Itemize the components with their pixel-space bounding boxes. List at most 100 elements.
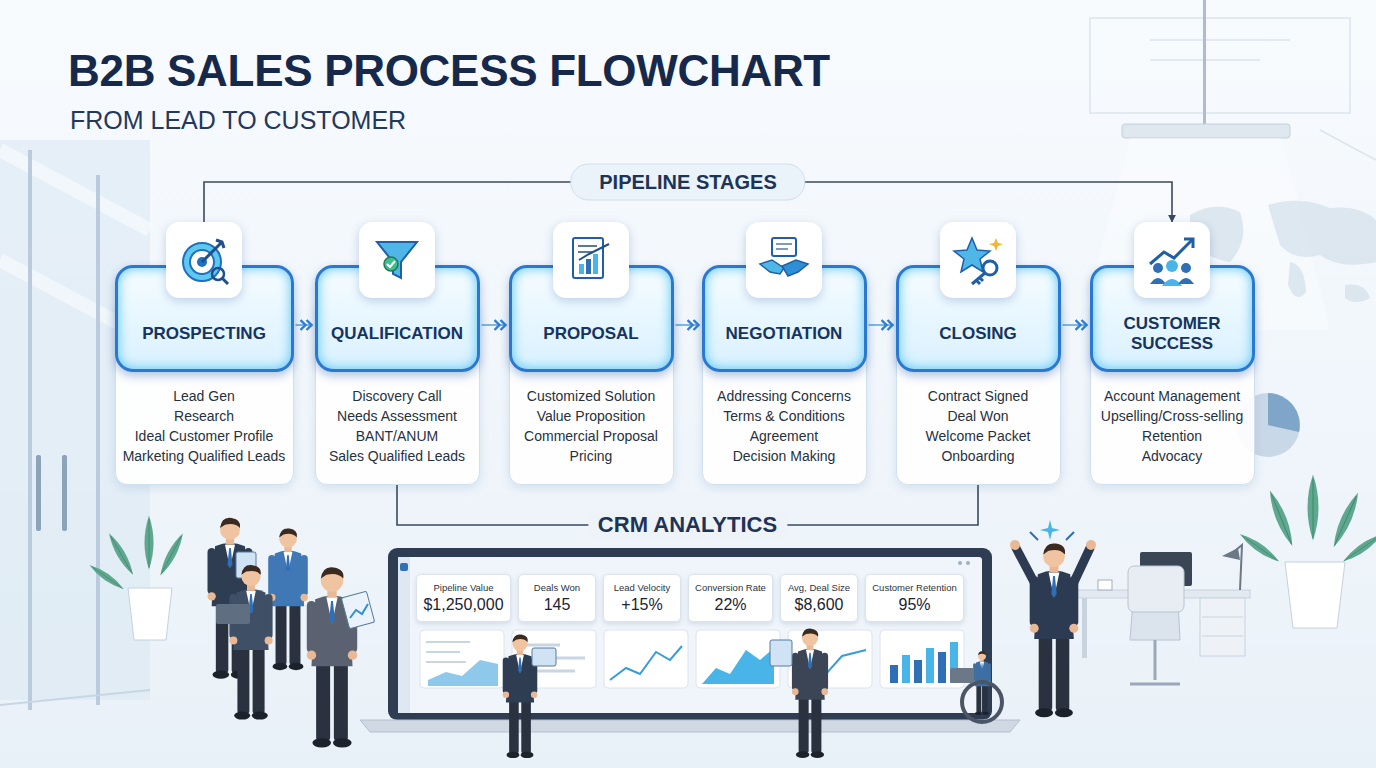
stage-list: Discovery CallNeeds AssessmentBANT/ANUMS… — [315, 386, 480, 466]
stage-heading: QUALIFICATION — [331, 324, 463, 344]
metric-value: $8,600 — [795, 594, 844, 615]
laptop-dashboard-part — [400, 563, 408, 571]
stage-item: Discovery Call — [352, 386, 441, 406]
icon-graphic — [1146, 234, 1198, 286]
laptop-dashboard-part — [966, 561, 970, 565]
people-part — [268, 528, 308, 670]
plant-part — [1265, 489, 1297, 548]
stage-item: Addressing Concerns — [717, 386, 851, 406]
stage-item: Research — [174, 406, 234, 426]
desk-part — [1202, 617, 1243, 636]
icon-graphic-part — [1153, 263, 1163, 273]
glass-wall-part — [96, 175, 100, 705]
people-part — [341, 591, 374, 629]
icon-graphic-part — [377, 242, 417, 278]
icon-graphic-part — [593, 254, 598, 274]
desk-part — [1082, 598, 1087, 658]
stage-item: Needs Assessment — [337, 406, 457, 426]
laptop-dashboard-part — [388, 548, 992, 720]
flow-arrow — [482, 324, 507, 326]
glass-wall-part — [28, 150, 32, 710]
plant-part — [128, 588, 172, 640]
glass-wall-part — [0, 690, 150, 705]
glass-wall-part — [62, 455, 67, 531]
stage-item: Sales Qualified Leads — [329, 446, 465, 466]
people-part — [1016, 548, 1090, 582]
stage-box: CLOSINGContract SignedDeal WonWelcome Pa… — [896, 222, 1061, 485]
stage-item: Customized Solution — [527, 386, 655, 406]
metric-value: 145 — [544, 594, 571, 615]
dashboard-charts-part — [902, 655, 910, 683]
icon-graphic-part — [983, 261, 997, 275]
dashboard-charts-part — [696, 630, 780, 688]
icon-graphic-part — [772, 238, 796, 256]
ceiling-lamp-part — [1122, 124, 1290, 138]
dashboard-charts-part — [914, 660, 922, 683]
stage-item: Advocacy — [1142, 446, 1203, 466]
laptop-dashboard-part — [360, 720, 1020, 732]
ceiling-lamp-part — [1203, 0, 1206, 125]
flow-arrow — [869, 324, 894, 326]
people-part — [229, 565, 272, 720]
stage-list: Customized SolutionValue PropositionComm… — [509, 386, 674, 466]
metric-label: Conversion Rate — [695, 582, 766, 594]
metric-value: +15% — [621, 594, 662, 615]
stage-box: PROPOSALCustomized SolutionValue Proposi… — [509, 222, 674, 485]
stage-icon — [1134, 222, 1210, 298]
dashboard-charts-part — [426, 642, 470, 662]
stage-item: Account Management — [1104, 386, 1240, 406]
plant-part — [87, 562, 125, 592]
plant-part — [106, 531, 137, 577]
kpi-card: Pipeline Value$1,250,000 — [416, 574, 511, 622]
people — [208, 518, 1097, 758]
world-map-part — [1288, 262, 1306, 297]
section-label: PIPELINE STAGES — [570, 164, 805, 201]
dashboard-charts-part — [926, 648, 934, 683]
desk-part — [1130, 640, 1180, 684]
metric-label: Avg, Deal Size — [788, 582, 850, 594]
stage-item: Value Proposition — [537, 406, 646, 426]
stage-list: Account ManagementUpselling/Cross-sellin… — [1090, 386, 1255, 466]
dashboard-charts-part — [610, 646, 682, 680]
icon-graphic-part — [387, 261, 395, 267]
dashboard-charts-part — [890, 665, 898, 683]
stage-item: Retention — [1142, 426, 1202, 446]
glass-wall-part — [36, 455, 41, 531]
icon-graphic-part — [972, 273, 985, 284]
desk-part — [1098, 580, 1112, 590]
icon-graphic-part — [202, 240, 224, 262]
laptop-dashboard-part — [958, 561, 962, 565]
icon-graphic-part — [989, 238, 1003, 251]
kpi-card: Conversion Rate22% — [688, 574, 773, 622]
laptop-dashboard — [360, 548, 1020, 732]
plant-part — [1341, 531, 1376, 565]
laptop-dashboard-part — [398, 557, 410, 713]
plant-part — [157, 531, 187, 577]
world-map-part — [1268, 201, 1376, 265]
people-part — [792, 629, 828, 758]
people-part — [216, 604, 250, 624]
people-part — [950, 668, 974, 683]
plant-part — [1329, 490, 1363, 549]
people-part — [307, 567, 357, 747]
kpi-card: Lead Velocity+15% — [603, 574, 681, 622]
kpi-card: Avg, Deal Size$8,600 — [780, 574, 858, 622]
icon-graphic-part — [782, 260, 808, 276]
kpi-card: Customer Retention95% — [865, 574, 964, 622]
desk-part — [1128, 566, 1184, 612]
metric-label: Pipeline Value — [433, 582, 493, 594]
desk-part — [1222, 548, 1240, 560]
metric-label: Deals Won — [534, 582, 580, 594]
laptop-dashboard-part — [398, 557, 982, 713]
plant — [87, 516, 186, 641]
stage-item: Onboarding — [941, 446, 1014, 466]
stage-box: PROSPECTINGLead GenResearchIdeal Custome… — [115, 222, 294, 485]
flow-arrow — [296, 324, 313, 326]
metric-value: 95% — [898, 594, 930, 615]
stage-item: Agreement — [750, 426, 818, 446]
stage-heading: PROSPECTING — [142, 324, 266, 344]
metric-value: 22% — [714, 594, 746, 615]
plant-part — [1285, 562, 1345, 628]
stage-box: QUALIFICATION Discovery CallNeeds Assessm… — [315, 222, 480, 485]
